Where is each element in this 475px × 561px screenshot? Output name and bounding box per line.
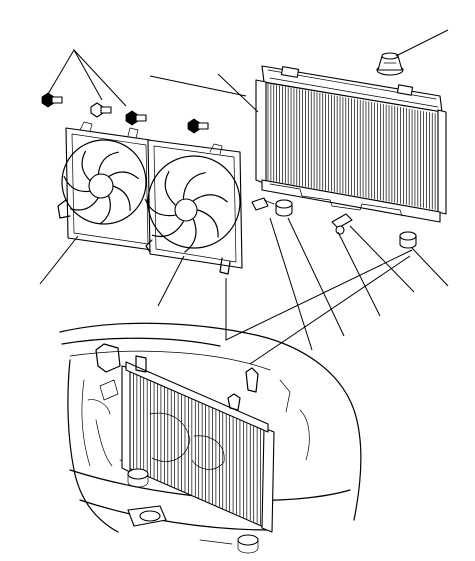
bolt-4	[187, 118, 209, 134]
fan-blade	[151, 221, 184, 238]
fan-blade	[63, 175, 91, 193]
mounting-bolts	[41, 92, 209, 134]
fan-motor-connectors	[251, 197, 275, 211]
vehicle-engine-bay	[59, 322, 362, 554]
installed-radiator-fins	[129, 371, 265, 527]
condenser-fan-shroud-right	[144, 139, 243, 275]
radiator	[255, 65, 447, 223]
fan-blade	[144, 198, 176, 217]
installed-radiator	[121, 361, 275, 533]
fan-blade	[81, 150, 91, 182]
fan-blade	[192, 194, 228, 203]
fan-blade	[164, 171, 176, 206]
bolt-1	[41, 92, 63, 108]
fan-blades	[144, 171, 228, 253]
fan-blade	[112, 185, 131, 212]
fan-hub	[88, 173, 114, 199]
drain-plug	[331, 213, 353, 235]
bolt-3	[125, 110, 147, 126]
lower-mount-cushions	[399, 231, 417, 249]
fan-blade	[99, 194, 111, 225]
radiator-cap	[376, 52, 404, 76]
fan-blade	[70, 197, 99, 211]
upper-mount-cushions	[275, 199, 293, 217]
radiator-fins	[267, 83, 439, 211]
callout-leader-lines	[39, 29, 449, 365]
fan-blade	[197, 209, 219, 238]
fan-blade	[182, 172, 206, 199]
fan-blade	[184, 218, 197, 253]
cooling-fan-shroud-left	[57, 121, 153, 251]
bolt-2	[90, 102, 112, 118]
fan-blades	[63, 150, 139, 225]
fan-blade	[97, 151, 119, 175]
fan-blade	[107, 171, 139, 180]
